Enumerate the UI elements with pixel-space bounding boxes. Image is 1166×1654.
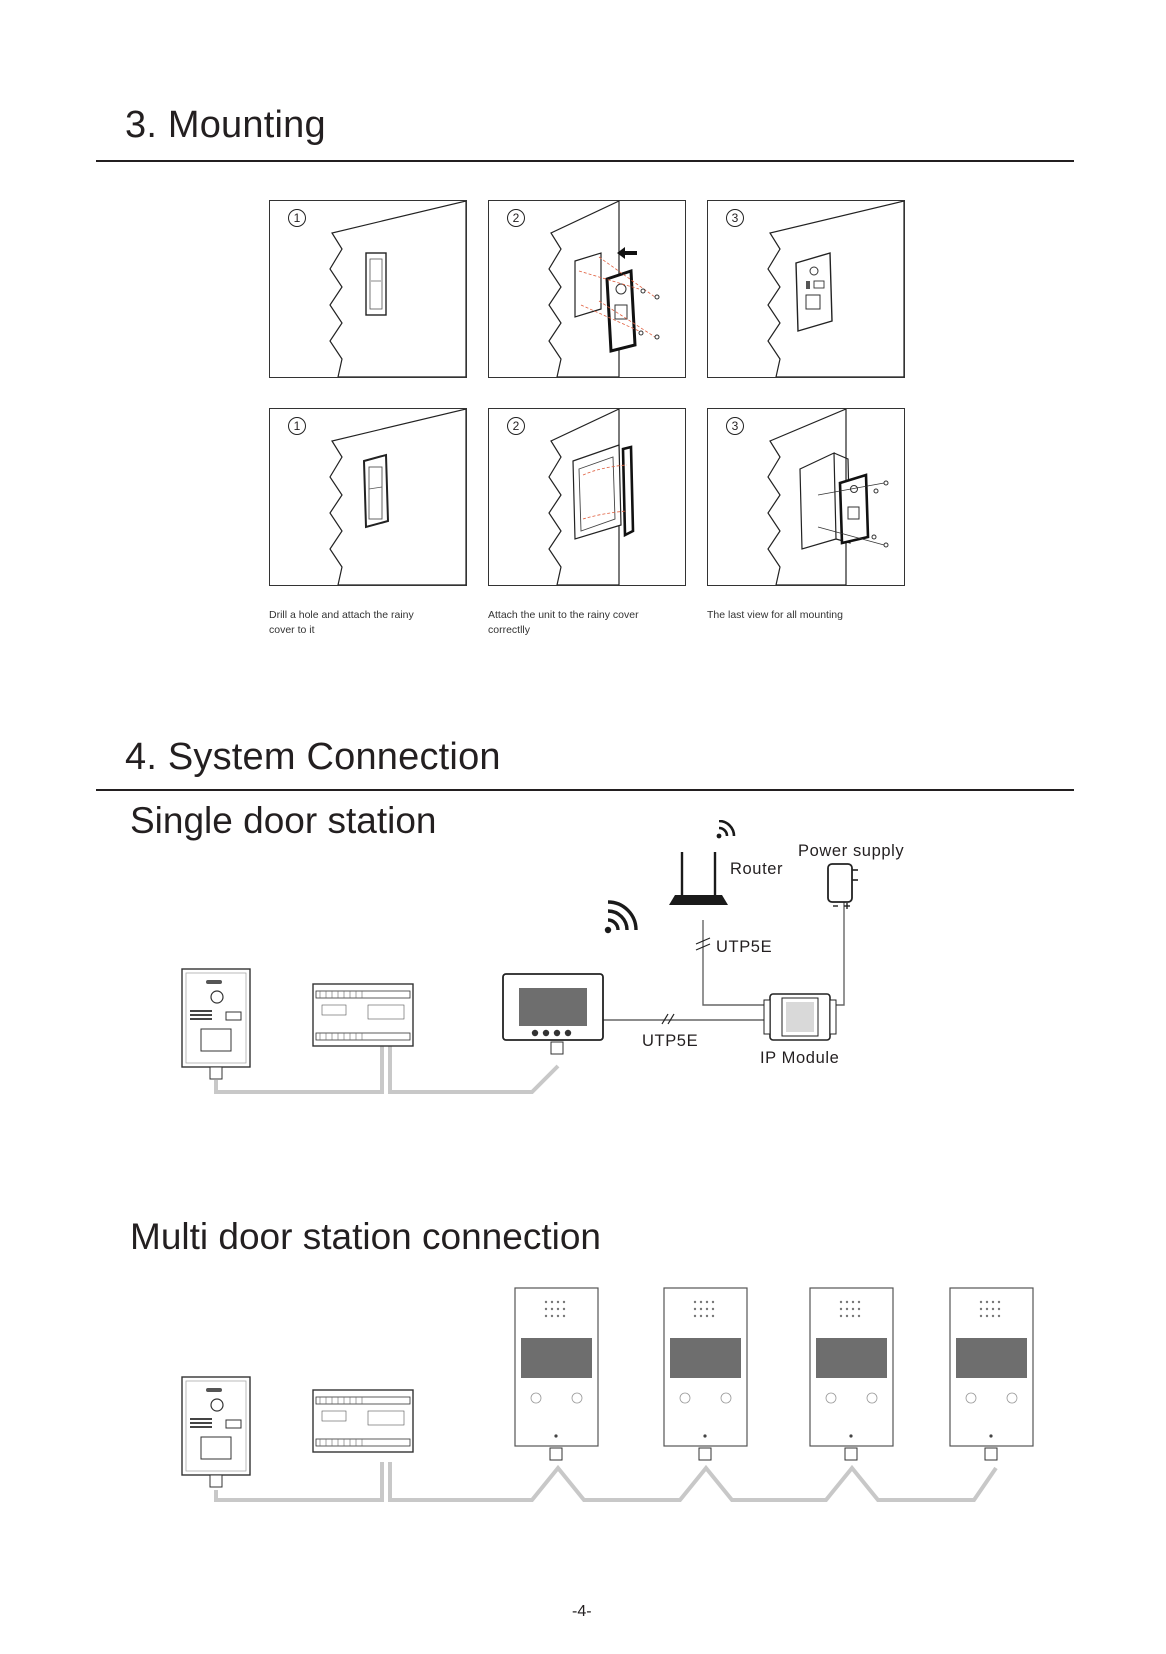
power-supply-adapter [827, 863, 858, 909]
power-distributor-multi [312, 1389, 414, 1453]
step-number: 1 [288, 417, 306, 435]
single-door-diagram [181, 820, 858, 1094]
section-title-system-connection: 4. System Connection [125, 736, 501, 778]
page-number: -4- [572, 1603, 592, 1620]
wifi-icon-monitor [604, 900, 638, 934]
multi-door-diagram [181, 1287, 1034, 1502]
multi-door-station-title: Multi door station connection [130, 1216, 601, 1257]
mounting-panel-bottom-1: 1 [269, 408, 467, 586]
door-station-single [181, 968, 251, 1080]
ip-module-label: IP Module [760, 1049, 840, 1067]
step-number: 3 [726, 417, 744, 435]
single-door-station-title: Single door station [130, 800, 437, 841]
mounting-caption-3: The last view for all mounting [707, 609, 843, 621]
step-number: 2 [507, 417, 525, 435]
mounting-panel-top-1: 1 [269, 200, 467, 378]
power-distributor-single [312, 983, 414, 1047]
mounting-caption-1: Drill a hole and attach the rainy cover … [269, 609, 414, 636]
section-title-mounting: 3. Mounting [125, 104, 326, 146]
mounting-panel-top-2: 2 [488, 200, 686, 378]
section-rule-system [96, 789, 1074, 791]
door-station-multi [181, 1376, 251, 1488]
step-number: 3 [726, 209, 744, 227]
ip-module [763, 993, 837, 1041]
router-label: Router [730, 860, 784, 878]
router [669, 852, 728, 905]
indoor-monitor-4 [949, 1287, 1034, 1461]
indoor-monitor-3 [809, 1287, 894, 1461]
power-supply-label: Power supply [798, 842, 905, 860]
mounting-caption-2: Attach the unit to the rainy cover corre… [488, 609, 639, 636]
indoor-monitor-2 [663, 1287, 748, 1461]
utp5e-vertical-label: UTP5E [716, 938, 773, 956]
mounting-panel-bottom-2: 2 [488, 408, 686, 586]
mounting-panel-top-3: 3 [707, 200, 905, 378]
utp5e-horizontal-label: UTP5E [642, 1032, 699, 1050]
step-number: 1 [288, 209, 306, 227]
step-number: 2 [507, 209, 525, 227]
indoor-monitor-1 [514, 1287, 599, 1461]
mounting-panel-bottom-3: 3 [707, 408, 905, 586]
indoor-monitor-single [502, 973, 604, 1055]
section-rule-mounting [96, 160, 1074, 162]
wifi-icon-router [716, 820, 736, 839]
